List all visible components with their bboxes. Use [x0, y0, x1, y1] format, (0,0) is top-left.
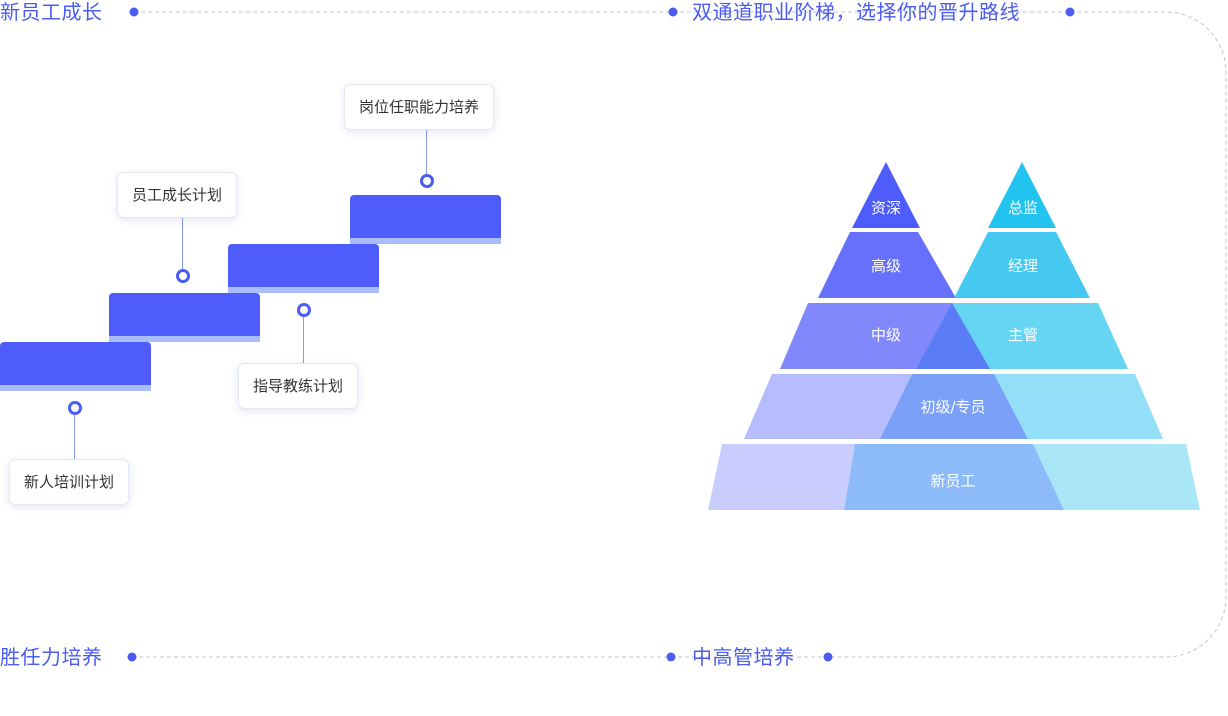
heading-senior-mgmt-training: 中高管培养 — [692, 645, 795, 669]
connector-line — [74, 412, 75, 460]
ring-marker — [68, 401, 82, 415]
route-dot — [668, 7, 678, 17]
route-dot — [666, 652, 676, 662]
pyramid-new-employee-center — [844, 444, 1064, 510]
pyramid-junior-center — [880, 374, 1028, 439]
card-post-competency: 岗位任职能力培养 — [344, 84, 495, 130]
pyramid-director — [988, 162, 1056, 228]
heading-dual-channel-ladder: 双通道职业阶梯，选择你的晋升路线 — [692, 0, 1020, 24]
route-dot — [127, 652, 137, 662]
pyramid-new-employee-right — [1033, 444, 1200, 510]
connector-line — [303, 314, 304, 364]
pyramid-expert — [852, 162, 920, 228]
route-dot — [129, 7, 139, 17]
pyramid-label-manager: 经理 — [1007, 257, 1039, 275]
pyramid-label-new-employee: 新员工 — [930, 472, 976, 490]
pyramid-label-middle: 中级 — [870, 326, 902, 344]
route-dot — [1065, 7, 1075, 17]
pyramid-label-supervisor: 主管 — [1007, 326, 1039, 344]
connector-line — [182, 218, 183, 270]
ring-marker — [297, 303, 311, 317]
pyramid-junior-right — [994, 374, 1163, 439]
ring-marker — [176, 269, 190, 283]
ring-marker — [420, 174, 434, 188]
heading-competency-training: 胜任力培养 — [0, 645, 103, 669]
route-dot — [823, 652, 833, 662]
connector-line — [426, 130, 427, 176]
stair-step-2 — [109, 293, 260, 342]
pyramid-label-director: 总监 — [1007, 199, 1039, 217]
pyramid-overlap — [916, 303, 990, 369]
stair-step-1 — [0, 342, 151, 391]
stair-step-3 — [228, 244, 379, 293]
route-right-curve — [828, 11, 1227, 658]
heading-new-employee-growth: 新员工成长 — [0, 0, 103, 24]
pyramid-label-expert: 资深 — [870, 199, 902, 217]
pyramid-new-employee-left — [708, 444, 855, 510]
pyramid-label-senior: 高级 — [870, 257, 902, 275]
stair-step-4 — [350, 195, 501, 244]
pyramid-senior — [818, 232, 956, 298]
card-mentor-plan: 指导教练计划 — [238, 363, 359, 409]
pyramid-junior-left — [744, 374, 912, 439]
card-growth-plan: 员工成长计划 — [117, 172, 238, 218]
pyramid-label-junior: 初级/专员 — [920, 398, 986, 416]
pyramid-manager — [954, 232, 1090, 298]
card-onboarding-plan: 新人培训计划 — [9, 459, 130, 505]
